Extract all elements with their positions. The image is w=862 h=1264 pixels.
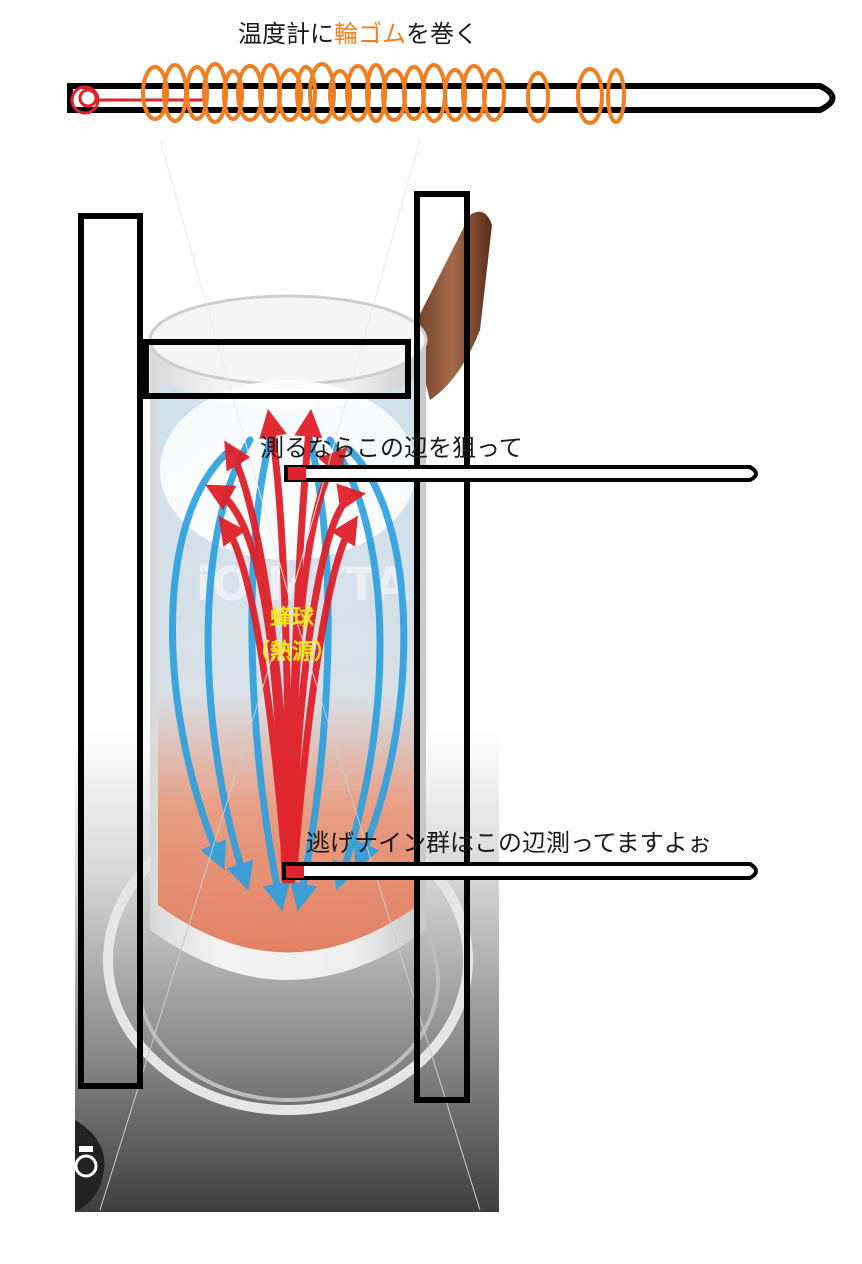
rubber-band-highlight: 輪ゴム — [334, 20, 406, 48]
diagram-title: 温度計に輪ゴムを巻く — [238, 20, 478, 48]
heat-source-line2: （熱源） — [248, 640, 337, 665]
pot-illustration: iO MYTA — [75, 139, 499, 1212]
heat-source-label: 蜂球 （熱源） — [248, 602, 336, 670]
heat-source-line1: 蜂球 — [269, 606, 314, 631]
rubber-bands — [141, 62, 626, 125]
thermometer-measure-here-bulb — [288, 467, 306, 480]
thermometer-nigenine-bulb — [286, 866, 304, 878]
thermometer-top — [67, 62, 836, 125]
left-frame — [78, 213, 143, 1089]
camera-switch-icon[interactable] — [74, 1120, 105, 1212]
thermometer-nigenine — [282, 862, 758, 880]
nigenine-measure-label: 逃げナイン群はこの辺測ってますよぉ — [306, 829, 712, 857]
top-bar-frame — [143, 339, 411, 399]
measure-here-label: 測るならこの辺を狙って — [260, 434, 523, 462]
thermometer-measure-here — [284, 465, 758, 482]
right-frame — [414, 191, 470, 1103]
hive-frames — [78, 191, 470, 1103]
